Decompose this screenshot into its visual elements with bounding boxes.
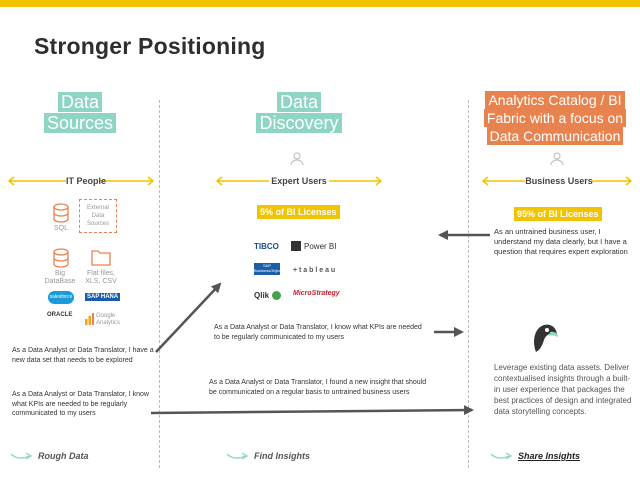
license-badge-5pct: 5% of BI Licenses (257, 205, 340, 219)
group-label-expert-users: Expert Users (271, 176, 327, 186)
statement-new-insight: As a Data Analyst or Data Translator, I … (209, 379, 427, 396)
google-analytics-label: Google Analytics (96, 313, 121, 326)
heading-line: Discovery (256, 113, 342, 133)
heading-line: Data Communication (486, 127, 624, 145)
qlik-logo: Qlik (254, 291, 270, 300)
heading-line: Sources (44, 113, 117, 133)
heading-line: Data (57, 92, 103, 112)
toucan-logo-icon (534, 324, 558, 352)
tibco-logo: TIBCO (254, 242, 279, 251)
top-accent-bar (0, 0, 640, 7)
salesforce-logo: salesforce (48, 291, 74, 304)
data-discovery-heading: Data Discovery (254, 92, 344, 134)
power-bi-icon (291, 241, 301, 251)
source-label-external: External Data Sources (86, 205, 109, 227)
big-database-icon (53, 248, 69, 268)
heading-line: Analytics Catalog / BI (485, 91, 625, 109)
footer-arrow-icon (226, 452, 249, 460)
business-user-statement: As an untrained business user, I underst… (494, 227, 628, 256)
statement-kpis-discovery: As a Data Analyst or Data Translator, I … (214, 324, 422, 341)
database-icon (53, 203, 69, 223)
data-sources-heading: Data Sources (44, 92, 117, 134)
license-badge-95pct: 95% of BI Licenses (514, 207, 602, 221)
sap-hana-logo: SAP HANA (85, 293, 121, 301)
qlik-icon (272, 291, 281, 300)
person-icon (550, 152, 564, 166)
google-analytics-icon (85, 313, 94, 325)
footer-find-insights: Find Insights (254, 451, 310, 461)
sap-businessobjects-logo: SAP BusinessObjects (254, 263, 280, 275)
arrow-sources-to-discovery (155, 282, 222, 353)
heading-line: Fabric with a focus on (483, 109, 627, 127)
external-sources-box: External Data Sources (79, 199, 117, 233)
statement-new-data-set: As a Data Analyst or Data Translator, I … (12, 347, 154, 364)
business-users-double-arrow (481, 176, 633, 186)
source-label-sql: SQL (53, 225, 68, 232)
source-label-big-database: Big DataBase (44, 270, 76, 285)
footer-rough-data: Rough Data (38, 451, 89, 461)
footer-arrow-icon (490, 452, 513, 460)
it-people-double-arrow (7, 176, 155, 186)
expert-users-double-arrow (215, 176, 383, 186)
column-divider (468, 100, 469, 468)
arrow-long-to-catalog (150, 405, 474, 416)
oracle-logo: ORACLE (47, 312, 73, 318)
footer-share-insights: Share Insights (518, 451, 581, 461)
folder-icon (91, 250, 111, 266)
statement-kpis: As a Data Analyst or Data Translator, I … (12, 391, 149, 417)
column-divider (159, 100, 160, 468)
heading-line: Data (276, 92, 322, 112)
source-label-flat-files: Flat files, XLS, CSV (85, 270, 117, 285)
group-label-it-people: IT People (65, 176, 106, 186)
catalog-description: Leverage existing data assets. Deliver c… (494, 363, 632, 416)
tableau-logo: + t a b l e a u (293, 267, 336, 274)
analytics-catalog-heading: Analytics Catalog / BI Fabric with a foc… (478, 91, 632, 146)
page-title: Stronger Positioning (34, 33, 266, 59)
power-bi-logo: Power BI (304, 242, 337, 251)
microstrategy-logo: MicroStrategy (293, 290, 340, 297)
footer-arrow-icon (10, 452, 33, 460)
group-label-business-users: Business Users (525, 176, 593, 186)
person-icon (290, 152, 304, 166)
